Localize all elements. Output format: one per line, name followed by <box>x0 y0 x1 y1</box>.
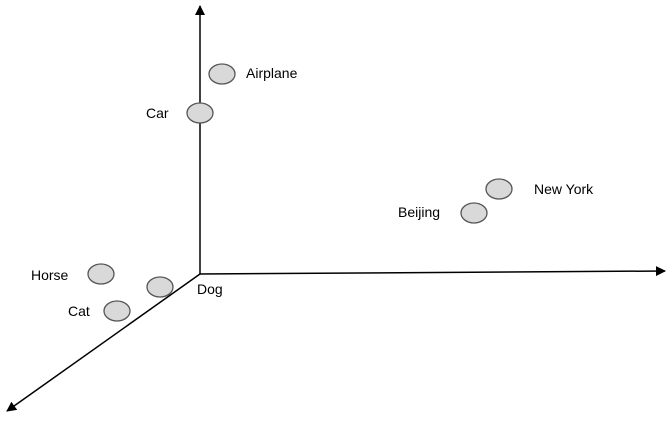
point-label-airplane: Airplane <box>246 65 298 81</box>
point-beijing: Beijing <box>398 202 488 224</box>
point-marker <box>103 300 131 322</box>
z-axis <box>6 273 201 412</box>
point-label-horse: Horse <box>31 267 69 283</box>
point-marker <box>87 263 115 285</box>
point-dog: Dog <box>146 276 223 298</box>
point-horse: Horse <box>31 263 115 285</box>
point-label-beijing: Beijing <box>398 204 440 220</box>
point-marker <box>460 202 488 224</box>
point-marker <box>485 178 513 200</box>
point-cat: Cat <box>68 300 131 322</box>
point-label-dog: Dog <box>197 281 223 297</box>
x-axis <box>199 266 666 277</box>
point-marker <box>208 63 236 85</box>
point-airplane: Airplane <box>208 63 298 85</box>
point-marker <box>146 276 174 298</box>
point-new-york: New York <box>485 178 594 200</box>
point-label-cat: Cat <box>68 303 90 319</box>
point-car: Car <box>146 102 214 124</box>
point-label-car: Car <box>146 105 169 121</box>
point-label-new-york: New York <box>534 181 594 197</box>
point-marker <box>186 102 214 124</box>
